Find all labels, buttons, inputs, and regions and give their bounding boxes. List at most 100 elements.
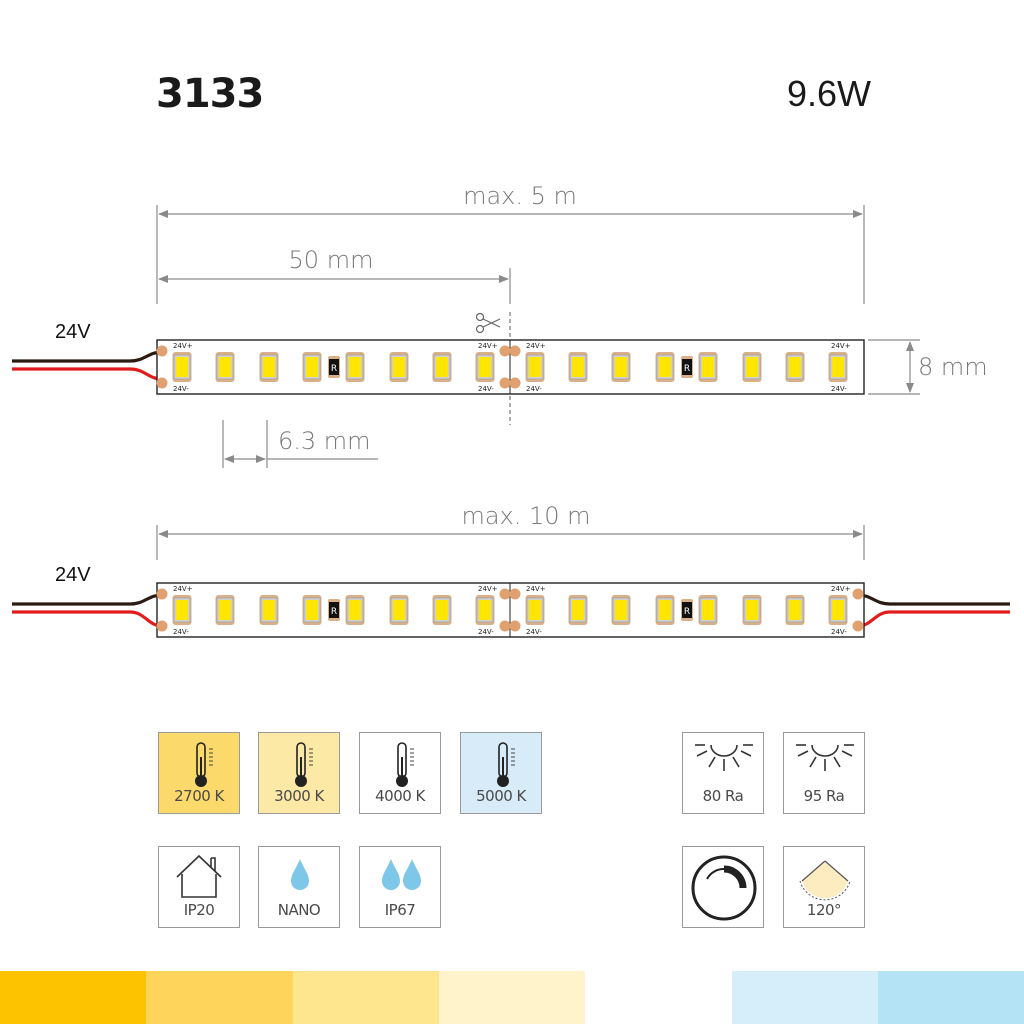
dimension-max-length-2: max. 10 m <box>156 502 865 560</box>
pad-label: 24V+ <box>526 342 546 350</box>
pad-label: 24V+ <box>478 342 498 350</box>
led-chip <box>746 357 758 377</box>
copper-pad <box>156 620 168 632</box>
copper-pad <box>156 588 168 600</box>
led-chip <box>306 357 318 377</box>
pad-label: 24V- <box>173 628 189 636</box>
voltage-label-1: 24V <box>55 321 91 343</box>
cri-label: 95 Ra <box>803 787 845 805</box>
resistor-label: R <box>331 364 337 374</box>
led-chip <box>572 357 584 377</box>
led-chip <box>176 600 188 620</box>
water-drop-icon <box>291 859 309 890</box>
resistor <box>682 359 692 375</box>
pad-label: 24V- <box>831 628 847 636</box>
thermometer-icon <box>195 742 213 787</box>
color-swatch <box>292 971 440 1024</box>
led-chip <box>659 600 671 620</box>
copper-pad <box>509 620 521 632</box>
sun-rays-icon <box>695 744 753 771</box>
voltage-label-2: 24V <box>55 564 91 586</box>
led-chip <box>659 357 671 377</box>
color-temp-2700k: 2700 K <box>158 732 240 814</box>
copper-pad <box>509 345 521 357</box>
dimension-width: 8 mm <box>868 339 988 395</box>
led-chip <box>615 357 627 377</box>
thermometer-icon <box>497 742 515 787</box>
led-chip <box>219 357 231 377</box>
resistor-label: R <box>684 364 690 374</box>
model-number: 3133 <box>156 71 264 117</box>
pad-label: 24V+ <box>173 585 193 593</box>
copper-pad <box>156 345 168 357</box>
dimmable-knob-icon <box>691 855 757 921</box>
color-swatch <box>585 971 733 1024</box>
beam-angle-label: 120° <box>806 901 842 919</box>
color-swatch <box>0 971 147 1024</box>
led-chip <box>176 357 188 377</box>
copper-pad <box>499 377 511 389</box>
led-chip <box>789 600 801 620</box>
led-pitch-label: 6.3 mm <box>278 427 371 455</box>
house-icon <box>176 854 222 898</box>
resistor <box>682 602 692 618</box>
protection-label: NANO <box>277 901 321 919</box>
cut-segment-label: 50 mm <box>289 246 374 274</box>
beam-angle-feature: 120° <box>783 846 865 928</box>
color-swatch <box>877 971 1024 1024</box>
thermometer-icon <box>295 742 313 787</box>
max-length-label-1: max. 5 m <box>463 182 577 210</box>
color-temp-5000k: 5000 K <box>460 732 542 814</box>
color-swatch <box>146 971 294 1024</box>
color-temp-label: 3000 K <box>274 787 324 805</box>
pad-label: 24V- <box>478 628 494 636</box>
led-chip <box>263 600 275 620</box>
pad-label: 24V- <box>526 628 542 636</box>
led-chip <box>393 600 405 620</box>
copper-pad <box>852 620 864 632</box>
copper-pad <box>509 377 521 389</box>
color-temp-4000k: 4000 K <box>359 732 441 814</box>
resistor <box>329 602 339 618</box>
scissors-icon <box>475 312 501 334</box>
max-length-label-2: max. 10 m <box>461 502 590 530</box>
pad-label: 24V- <box>478 385 494 393</box>
pad-label: 24V+ <box>831 342 851 350</box>
color-swatch <box>731 971 879 1024</box>
led-chip <box>789 357 801 377</box>
color-temp-label: 2700 K <box>174 787 224 805</box>
led-chip <box>219 600 231 620</box>
protection-ip67: IP67 <box>359 846 441 928</box>
cri-label: 80 Ra <box>702 787 744 805</box>
protection-nano: NANO <box>258 846 340 928</box>
pad-label: 24V+ <box>831 585 851 593</box>
wires-strip-1: 24V <box>12 321 163 381</box>
color-temp-label: 5000 K <box>476 787 526 805</box>
led-chip <box>349 357 361 377</box>
resistor-label: R <box>684 607 690 617</box>
led-chip <box>832 600 844 620</box>
cri-95-ra: 95 Ra <box>783 732 865 814</box>
led-chip <box>393 357 405 377</box>
pad-label: 24V- <box>831 385 847 393</box>
led-chip <box>263 357 275 377</box>
dimmable-feature <box>682 846 764 928</box>
resistor <box>329 359 339 375</box>
led-chip <box>479 600 491 620</box>
protection-label: IP20 <box>183 901 215 919</box>
copper-pad <box>852 588 864 600</box>
dimension-led-pitch: 6.3 mm <box>222 420 378 468</box>
copper-pad <box>499 588 511 600</box>
dimension-cut-segment: 50 mm <box>158 246 511 304</box>
pad-label: 24V+ <box>478 585 498 593</box>
thermometer-icon <box>396 742 414 787</box>
pad-label: 24V+ <box>526 585 546 593</box>
led-chip <box>529 357 541 377</box>
protection-label: IP67 <box>384 901 416 919</box>
double-drop-icon <box>382 859 421 890</box>
power-rating: 9.6W <box>787 73 872 114</box>
color-temp-label: 4000 K <box>375 787 425 805</box>
copper-pad <box>156 377 168 389</box>
